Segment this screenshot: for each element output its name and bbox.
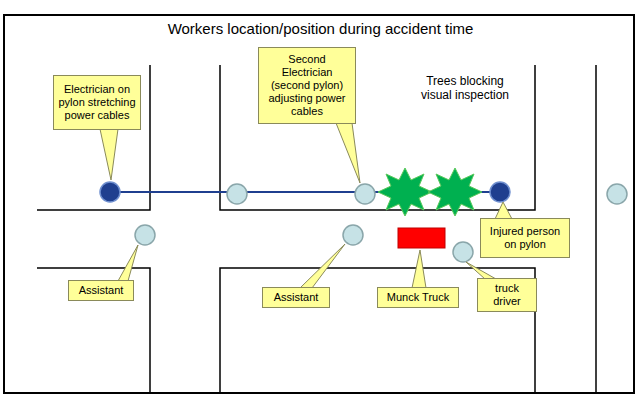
callout-box: Assistant <box>262 287 330 308</box>
callout-text: Assistant <box>274 291 319 304</box>
callout-box: Munck Truck <box>377 287 459 308</box>
callout-box: Second Electrician (second pylon) adjust… <box>258 47 356 124</box>
callout-box: truck driver <box>477 278 537 312</box>
diagram-title: Workers location/position during acciden… <box>0 20 641 37</box>
callout-text: Injured person on pylon <box>485 225 565 251</box>
callout-text: Electrician on pylon stretching power ca… <box>58 83 136 122</box>
callout-text: Second Electrician (second pylon) adjust… <box>263 53 351 118</box>
callout-text: Assistant <box>79 284 124 297</box>
callout-box: Assistant <box>68 280 134 301</box>
callout-box: Electrician on pylon stretching power ca… <box>53 75 141 130</box>
callout-text: Munck Truck <box>387 291 449 304</box>
callout-text: truck driver <box>482 282 532 308</box>
note-label: Trees blocking visual inspection <box>415 74 515 102</box>
callout-box: Injured person on pylon <box>480 218 570 258</box>
